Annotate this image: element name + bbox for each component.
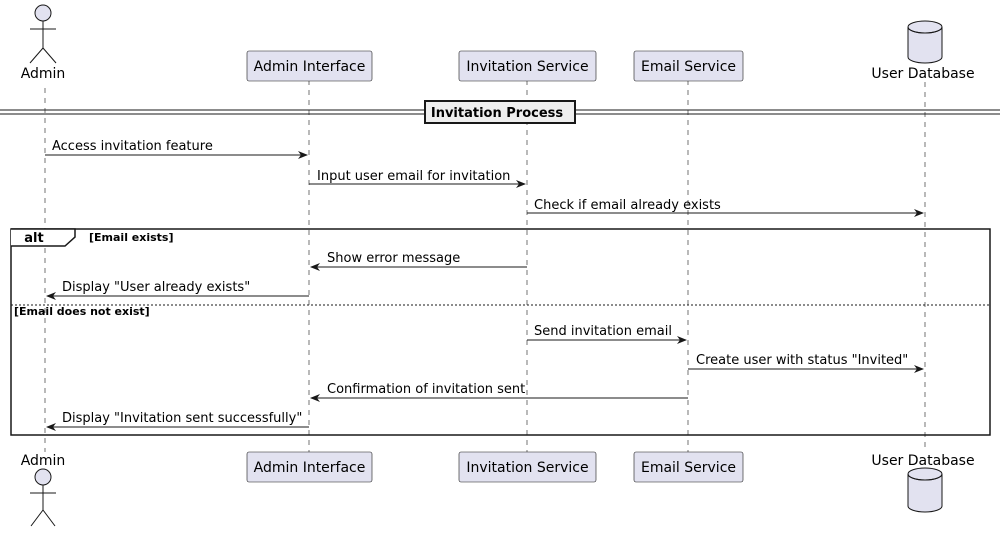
lifelines <box>44 80 926 452</box>
participant-label-admin-interface-bottom: Admin Interface <box>254 460 366 476</box>
participant-box-admin-interface-bottom <box>246 451 373 483</box>
participant-label-email-service-bottom: Email Service <box>641 460 736 476</box>
message-label: Show error message <box>327 251 460 266</box>
alt-guard-email-exists: [Email exists] <box>89 231 174 244</box>
participant-label-admin-top: Admin <box>21 66 66 82</box>
alt-keyword: alt <box>24 231 43 246</box>
participant-label-admin-bottom: Admin <box>21 453 66 469</box>
alt-fragment: alt [Email exists] [Email does not exist… <box>10 228 991 436</box>
message-label: Input user email for invitation <box>317 169 510 184</box>
message-label: Check if email already exists <box>534 198 721 213</box>
participants-bottom: Admin Admin Interface Invitation Service… <box>21 451 975 527</box>
message-label: Access invitation feature <box>52 139 213 154</box>
participant-label-invitation-service-top: Invitation Service <box>466 59 588 75</box>
messages: Access invitation feature Input user ema… <box>45 139 924 431</box>
divider-label: Invitation Process <box>431 106 564 121</box>
message-label: Display "User already exists" <box>62 280 250 295</box>
participant-label-email-service-top: Email Service <box>641 59 736 75</box>
database-icon <box>907 20 943 64</box>
participant-box-admin-interface-top <box>246 50 373 82</box>
participant-label-invitation-service-bottom: Invitation Service <box>466 460 588 476</box>
alt-guard-email-not-exist: [Email does not exist] <box>14 305 150 318</box>
participants-top: Admin Admin Interface Invitation Service… <box>21 4 975 82</box>
database-icon <box>907 467 943 513</box>
message-label: Create user with status "Invited" <box>696 353 908 368</box>
participant-label-admin-interface-top: Admin Interface <box>254 59 366 75</box>
message-label: Send invitation email <box>534 324 672 339</box>
participant-box-email-service-top <box>633 50 744 82</box>
participant-box-invitation-service-top <box>458 50 597 82</box>
participant-box-email-service-bottom <box>633 451 744 483</box>
divider-invitation-process: Invitation Process <box>0 100 1000 124</box>
message-label: Display "Invitation sent successfully" <box>62 411 302 426</box>
admin-actor-icon <box>30 468 56 527</box>
admin-actor-icon <box>29 4 57 64</box>
participant-label-user-database-bottom: User Database <box>871 453 974 469</box>
participant-box-invitation-service-bottom <box>458 451 597 483</box>
message-label: Confirmation of invitation sent <box>327 382 525 397</box>
participant-label-user-database-top: User Database <box>871 66 974 82</box>
